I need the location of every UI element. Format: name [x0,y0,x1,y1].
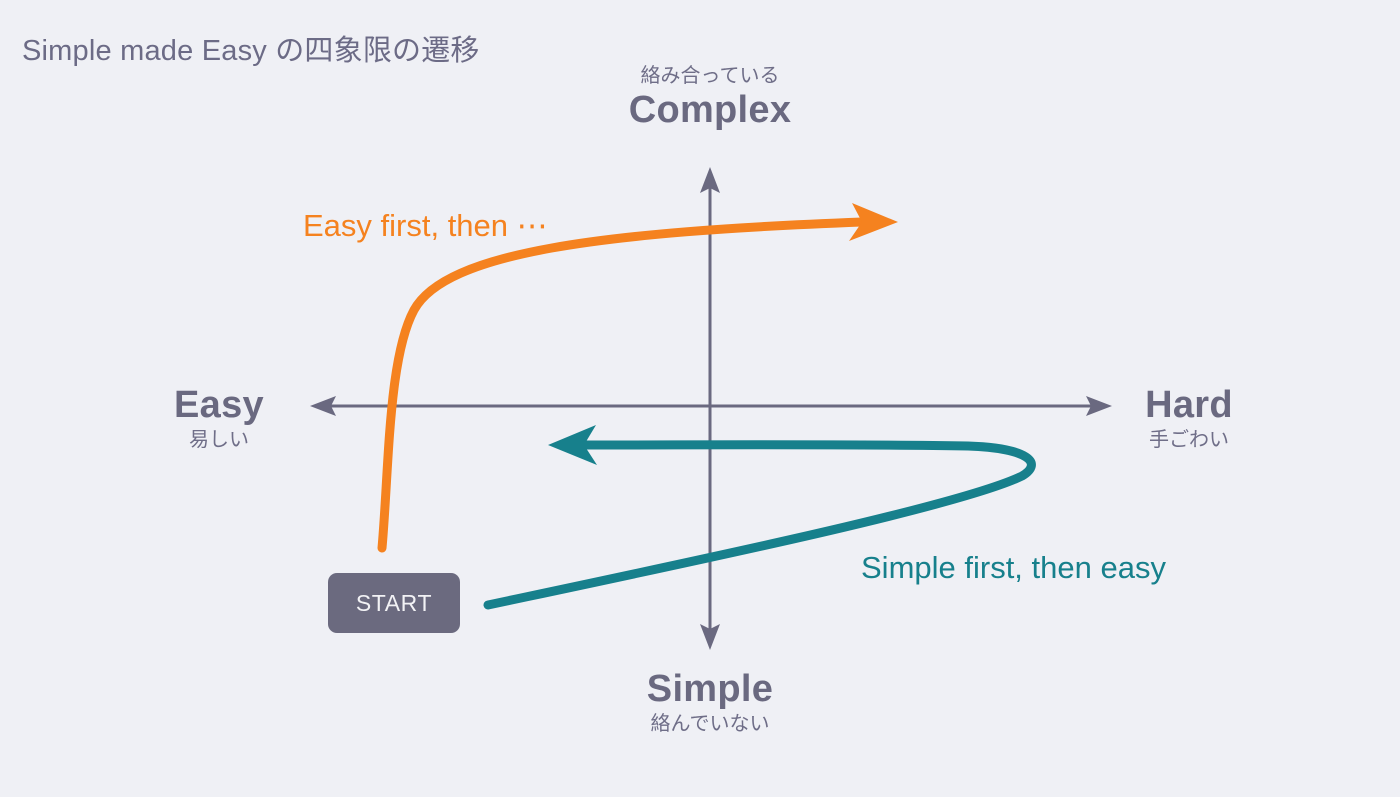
path-easy-first [377,203,898,553]
axis-label-hard: Hard 手ごわい [1145,384,1233,453]
orange-arrowhead-icon [849,203,898,241]
path-simple-first [483,425,1036,610]
axis-arrow-down-icon [700,624,720,650]
start-node[interactable]: START [328,573,460,633]
axis-arrow-left-icon [310,396,336,416]
axis-label-easy-sub: 易しい [188,428,249,451]
annotation-simple-first: Simple first, then easy [861,550,1166,585]
axis-label-hard-main: Hard [1145,384,1233,426]
start-node-label: START [355,589,433,616]
vertical-axis [700,167,720,650]
teal-arrowhead-icon [548,425,597,465]
page-title: Simple made Easy の四象限の遷移 [22,35,480,67]
axis-label-simple-main: Simple [646,668,774,710]
axis-label-easy: Easy 易しい [174,384,264,453]
axis-label-complex-sub: 絡み合っている [640,65,780,87]
axis-arrow-up-icon [700,167,720,193]
axis-label-hard-sub: 手ごわい [1149,428,1229,451]
axis-arrow-right-icon [1086,396,1112,416]
axis-label-easy-main: Easy [174,384,264,426]
annotation-easy-first: Easy first, then ⋯ [303,208,548,243]
axis-label-complex-main: Complex [628,89,792,131]
axis-label-simple: Simple 絡んでいない [647,668,773,737]
axis-label-simple-sub: 絡んでいない [650,712,770,735]
axis-label-complex: 絡み合っている Complex [629,64,792,133]
